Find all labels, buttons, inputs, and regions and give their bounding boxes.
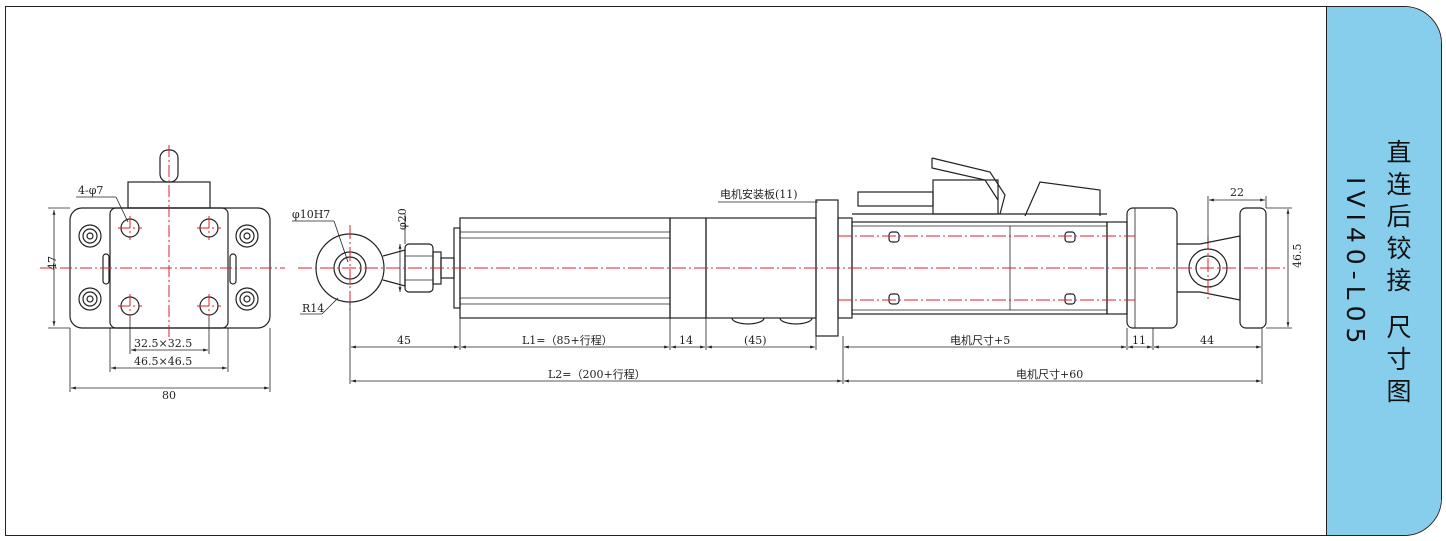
- hole-label: 4-φ7: [78, 184, 103, 197]
- dim-l1: L1=（85+行程）: [522, 334, 613, 347]
- drawing-title: 直连后铰接 尺寸图: [1383, 139, 1412, 410]
- bolt-icon: [235, 287, 259, 311]
- bolt-icon: [78, 224, 102, 248]
- dim-45-ref: (45): [744, 334, 767, 347]
- inner-pattern-label: 32.5×32.5: [134, 337, 192, 350]
- bolt-icon: [78, 287, 102, 311]
- title-tab: 直连后铰接 尺寸图 IVI40-L05: [1326, 7, 1441, 535]
- width-label: 80: [162, 389, 176, 402]
- dim-22: 22: [1230, 186, 1244, 199]
- handle-bar: [857, 191, 934, 207]
- bore-label: φ10H7: [292, 208, 330, 221]
- height-label: 47: [46, 256, 59, 270]
- dim-44: 44: [1200, 334, 1214, 347]
- technical-drawing: 4-φ7 47 32.5×32.5 46.5×46.5 80: [40, 145, 1304, 402]
- rod-diameter-label: φ20: [396, 208, 409, 230]
- bolt-icon: [235, 224, 259, 248]
- side-centerlines: [298, 225, 1288, 312]
- dim-motor-plus5: 电机尺寸+5: [950, 333, 1010, 347]
- dim-11: 11: [1132, 334, 1146, 347]
- side-view: [315, 157, 1267, 337]
- side-dimension-lines: [292, 196, 1292, 384]
- model-number: IVI40-L05: [1341, 177, 1370, 350]
- dim-motor-plus60: 电机尺寸+60: [1016, 367, 1083, 381]
- dim-14: 14: [679, 334, 693, 347]
- drawing-frame: 直连后铰接 尺寸图 IVI40-L05: [5, 6, 1442, 536]
- radius-label: R14: [302, 302, 324, 315]
- motor-plate-label: 电机安装板(11): [720, 187, 798, 201]
- outer-pattern-label: 46.5×46.5: [134, 355, 192, 368]
- dim-46-5: 46.5: [1291, 244, 1304, 269]
- dim-45: 45: [397, 334, 411, 347]
- rear-cap: [1126, 207, 1178, 329]
- front-centerlines: [40, 145, 285, 340]
- dim-l2: L2=（200+行程）: [548, 368, 646, 381]
